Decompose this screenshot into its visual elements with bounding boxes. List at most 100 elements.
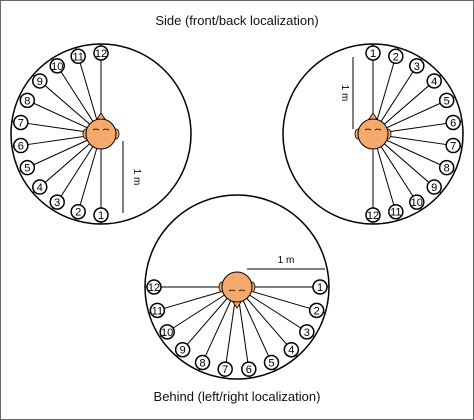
speaker-number: 10 [411, 197, 423, 209]
speaker-number: 1 [370, 48, 376, 60]
speaker-circle [438, 92, 455, 109]
speaker: 7 [13, 114, 29, 131]
speaker: 1 [93, 207, 109, 223]
speaker: 3 [299, 324, 315, 340]
behind-caption: Behind (left/right localization) [153, 389, 321, 404]
speaker: 10 [159, 324, 175, 340]
speaker: 12 [146, 279, 162, 295]
speaker: 8 [194, 354, 211, 371]
speaker-circle [49, 194, 65, 210]
speaker-number: 12 [95, 48, 107, 60]
speaker: 4 [283, 341, 300, 358]
speaker-circle [426, 73, 442, 89]
speaker-number: 3 [304, 327, 310, 339]
speaker-number: 7 [222, 364, 228, 376]
speaker-number: 6 [450, 117, 456, 129]
speaker-circle [283, 341, 300, 358]
speaker-number: 4 [288, 345, 294, 357]
speaker-circle [426, 179, 442, 195]
distance-label: 1 m [131, 169, 142, 186]
speaker: 5 [263, 354, 280, 371]
speaker-circle [409, 58, 425, 74]
distance-arrow: 1 m [122, 141, 142, 213]
speaker-circle [365, 207, 381, 223]
speaker: 6 [241, 361, 257, 377]
distance-arrow: 1 m [339, 57, 354, 129]
eyes [364, 128, 382, 131]
speaker-circle [93, 207, 109, 223]
speaker: 3 [49, 194, 65, 210]
speaker-number: 3 [54, 197, 60, 209]
speaker-number: 5 [24, 163, 30, 175]
speaker-number: 1 [98, 210, 104, 222]
speaker-circle [365, 45, 381, 61]
speaker-circle [32, 73, 48, 89]
speaker-circle [388, 48, 404, 65]
speaker: 3 [409, 58, 425, 74]
speaker-number: 11 [152, 305, 163, 317]
eyes [228, 289, 246, 292]
nose [96, 112, 106, 120]
speaker: 5 [438, 92, 455, 109]
speaker: 8 [438, 159, 455, 176]
speaker-number: 11 [72, 51, 83, 63]
speaker: 2 [308, 302, 325, 319]
speaker-number: 9 [37, 76, 43, 88]
speaker-circle [146, 279, 162, 295]
speaker-circle [19, 159, 36, 176]
speaker-circle [388, 203, 404, 220]
speaker: 6 [13, 137, 29, 154]
distance-arrow: 1 m [247, 255, 325, 270]
nose [368, 112, 378, 120]
speaker: 12 [93, 45, 109, 61]
speaker-circle [194, 354, 211, 371]
speaker: 6 [445, 114, 461, 131]
speaker-number: 2 [75, 207, 81, 219]
speaker: 7 [217, 361, 233, 377]
speaker-number: 12 [367, 210, 379, 222]
speaker-number: 4 [37, 182, 43, 194]
speaker-number: 9 [431, 182, 437, 194]
speaker: 10 [49, 58, 65, 74]
speaker: 1 [365, 45, 381, 61]
speaker-number: 3 [414, 61, 420, 73]
speaker-circle [312, 279, 328, 295]
speaker: 11 [149, 302, 166, 319]
speaker-circle [70, 203, 86, 220]
speaker: 8 [19, 92, 36, 109]
speaker-number: 10 [51, 61, 63, 73]
speaker: 10 [409, 194, 425, 210]
speaker-number: 6 [246, 364, 252, 376]
speaker: 9 [426, 179, 442, 195]
speaker: 2 [388, 48, 404, 65]
speaker: 12 [365, 207, 381, 223]
speaker-number: 4 [431, 76, 437, 88]
speaker-circle [70, 48, 86, 65]
speaker-circle [174, 341, 191, 358]
speaker: 4 [32, 179, 48, 195]
speaker-circle [217, 361, 233, 377]
speaker-circle [445, 137, 461, 154]
speaker-number: 7 [18, 117, 24, 129]
speaker-number: 8 [444, 163, 450, 175]
panel-left-side: 12 11 10 98 7 6 543 2 1 1 m [10, 43, 192, 225]
speaker-circle [32, 179, 48, 195]
speaker-number: 1 [317, 282, 323, 294]
speaker: 2 [70, 203, 86, 220]
speaker: 5 [19, 159, 36, 176]
speaker-circle [438, 159, 455, 176]
speaker-circle [93, 45, 109, 61]
speaker-number: 9 [180, 345, 186, 357]
speaker: 9 [32, 73, 48, 89]
speaker-circle [299, 324, 315, 340]
speaker: 11 [70, 48, 86, 65]
speaker-number: 11 [390, 207, 401, 219]
speaker-circle [19, 92, 36, 109]
speaker: 9 [174, 341, 191, 358]
speaker-number: 2 [393, 51, 399, 63]
speaker-circle [308, 302, 325, 319]
speaker: 1 [312, 279, 328, 295]
